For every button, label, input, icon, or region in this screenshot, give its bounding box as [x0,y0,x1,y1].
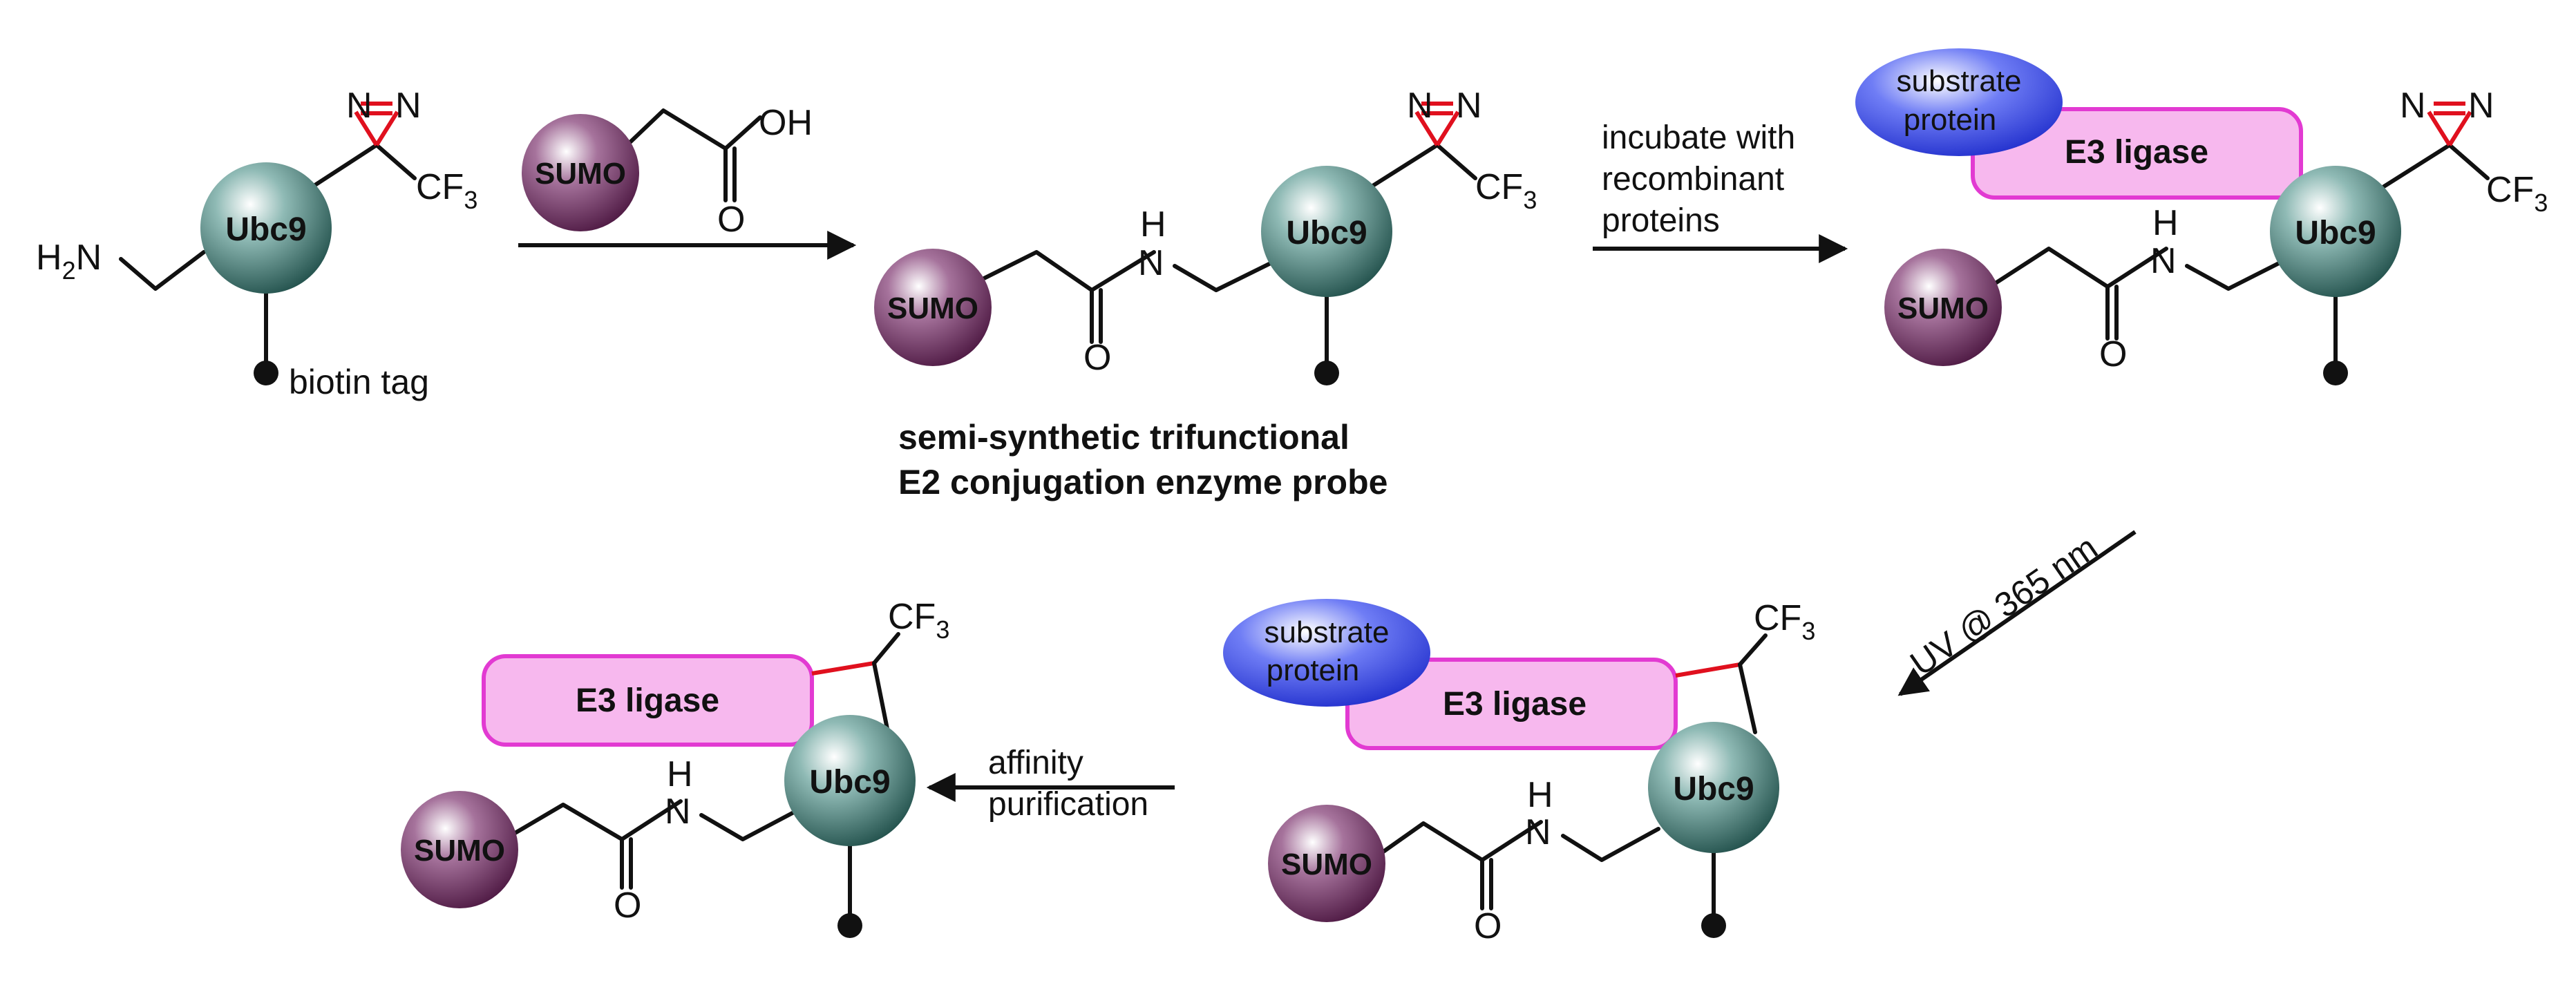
affinity-label-1: affinity [988,745,1083,781]
sumo-acid-reagent: O OH SUMO [522,103,813,240]
start-ubc9-structure: N N Ubc9 CF3 H2N biotin tag [36,86,477,401]
xl-substrate-label-1: substrate [1265,615,1390,649]
ubc9-sphere [200,162,332,294]
pur-o-label: O [614,886,641,926]
xl-h-label: H [1527,775,1553,815]
xl-n-label: N [1525,812,1551,852]
complex-h-label: H [2152,203,2179,243]
xl-sumo-sphere [1268,805,1385,922]
h2n-label: H2N [36,238,102,285]
sumo-label: SUMO [535,157,626,191]
substrate-label-1: substrate [1897,64,2022,98]
complex-ubc9-sphere [2270,166,2401,297]
probe-caption-line1: semi-synthetic trifunctional [898,418,1349,457]
xl-sumo-label: SUMO [1281,848,1372,881]
cf3-bond [375,143,417,180]
biotin-tag-label: biotin tag [289,363,429,401]
acid-o-label: O [717,200,745,240]
complex-n-label: N [2150,241,2177,281]
pur-cf3-label: CF3 [888,597,949,644]
e3-ligase-label: E3 ligase [2065,134,2208,171]
diazirine-link-bond [305,143,379,192]
pur-e3-box [482,654,814,747]
xl-ubc9-label: Ubc9 [1673,771,1754,807]
acid-chain-bond [616,108,762,155]
purified-structure: E3 ligase CF3 O N H Ubc9 SUMO [401,597,949,938]
probe-ubc9-sphere [1261,166,1392,297]
biotin-dot [254,361,278,385]
probe-h-label: H [1140,204,1166,245]
xl-substrate-label-2: protein [1267,653,1360,687]
xl-substrate-ellipse [1223,599,1430,707]
pur-n-label: N [665,792,691,832]
step-text-line2: recombinant [1602,161,1784,198]
pur-ubc9-sphere [784,715,916,846]
probe-biotin-dot [1314,361,1339,385]
sumo-sphere [522,114,639,231]
acid-oh-label: OH [759,103,813,143]
diazirine-n2: N [395,86,422,126]
probe-sumo-label: SUMO [887,291,978,325]
probe-structure: O N H N N Ubc9 CF3 SUMO [874,86,1537,385]
probe-diazirine-ring [1414,102,1460,146]
pur-e3-label: E3 ligase [576,682,719,719]
xl-ubc9-sphere [1648,722,1779,853]
substrate-ellipse [1855,48,2063,156]
ubc9-label: Ubc9 [225,211,306,248]
complex-cf3-label: CF3 [2486,170,2548,217]
xl-cf3-label: CF3 [1754,598,1815,645]
xl-biotin-dot [1701,913,1726,938]
crosslinked-structure: E3 ligase substrate protein CF3 O N H Ub… [1223,598,1815,946]
probe-caption-line2: E2 conjugation enzyme probe [898,463,1388,501]
probe-sumo-sphere [874,249,992,366]
probe-cf3-label: CF3 [1475,167,1537,214]
xl-e3-label: E3 ligase [1443,686,1587,723]
pur-biotin-dot [837,913,862,938]
uv-label: UV @ 365 nm [1903,528,2104,683]
uv-arrow [1897,530,2137,696]
affinity-label-2: purification [988,786,1148,823]
probe-n-label: N [1138,243,1164,283]
cf3-label: CF3 [416,167,477,214]
complex-diazirine-n1: N [2400,86,2426,126]
xl-o-label: O [1474,906,1502,946]
probe-diazirine-n2: N [1456,86,1482,126]
pur-sumo-sphere [401,791,518,908]
complex-diazirine-n2: N [2468,86,2494,126]
step-text-line1: incubate with [1602,119,1795,156]
complex-sumo-label: SUMO [1897,291,1989,325]
complex-ubc9-label: Ubc9 [2295,215,2376,251]
probe-o-label: O [1083,338,1111,378]
probe-ubc9-label: Ubc9 [1286,215,1367,251]
pur-ubc9-label: Ubc9 [809,764,890,801]
complex-structure: E3 ligase substrate protein O N H N N Ub… [1855,48,2548,385]
step-text-line3: proteins [1602,202,1720,239]
pur-sumo-label: SUMO [414,834,505,868]
complex-biotin-dot [2323,361,2348,385]
probe-linker-bond [958,250,1156,292]
pur-h-label: H [667,754,693,794]
pur-crosslink-bond [811,661,875,676]
complex-sumo-sphere [1884,249,2002,366]
substrate-label-2: protein [1904,103,1997,137]
diazirine-n1: N [346,86,372,126]
probe-diazirine-n1: N [1407,86,1433,126]
complex-o-label: O [2099,334,2127,374]
complex-diazirine-ring [2427,102,2472,146]
diazirine-ring [354,102,399,146]
aminoethyl-bond [119,250,206,291]
xl-crosslink-bond [1675,662,1741,678]
